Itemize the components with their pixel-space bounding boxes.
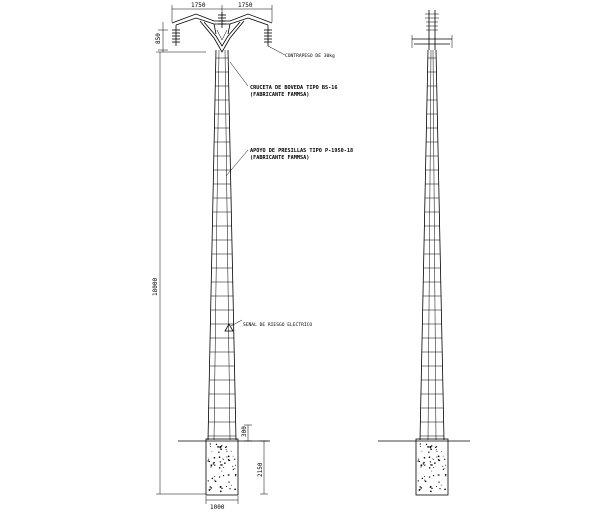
dim-head: 850 xyxy=(155,22,168,52)
support-label-line1: APOYO DE PRESILLAS TIPO P-1950-18 xyxy=(250,148,353,154)
warning-sign-icon xyxy=(224,323,234,332)
side-foundation xyxy=(378,438,470,496)
dim-base-label: 1000 xyxy=(210,504,225,511)
dim-foundation: 300 2150 1000 xyxy=(205,424,268,511)
dim-total-height: 18000 xyxy=(152,51,206,495)
dim-total-height-label: 18000 xyxy=(152,278,159,296)
dim-embed-label: 2150 xyxy=(257,462,264,477)
insulator-left-icon xyxy=(172,25,180,46)
dim-crossarm-right: 1750 xyxy=(238,2,253,9)
concrete-fill xyxy=(207,443,237,493)
side-rungs xyxy=(420,57,444,437)
warning-sign-callout: SEÑAL DE RIESGO ELECTRICO xyxy=(224,319,312,332)
side-view xyxy=(378,10,470,496)
foundation xyxy=(178,438,270,496)
warning-sign-label: SEÑAL DE RIESGO ELECTRICO xyxy=(243,321,312,328)
support-callout: APOYO DE PRESILLAS TIPO P-1950-18 (FABRI… xyxy=(225,148,353,177)
counterweight-callout: CONTRAPESO DE 30kg xyxy=(267,45,335,59)
dim-head-label: 850 xyxy=(155,33,162,44)
dim-crossarm: 1750 1750 xyxy=(171,2,273,22)
counterweight-label: CONTRAPESO DE 30kg xyxy=(285,53,335,59)
front-view: 1750 1750 850 xyxy=(152,2,353,511)
side-shaft xyxy=(419,49,445,441)
pole-shaft xyxy=(207,49,237,441)
pole-rungs xyxy=(208,57,236,437)
side-concrete-fill xyxy=(417,443,447,493)
insulator-center-icon xyxy=(218,12,226,28)
crossarm-label-line2: (FABRICANTE FAMMSA) xyxy=(250,92,309,98)
insulator-right-icon xyxy=(264,25,272,46)
support-label-line2: (FABRICANTE FAMMSA) xyxy=(250,155,309,161)
dim-crossarm-left: 1750 xyxy=(191,2,206,9)
crossarm-label-line1: CRUCETA DE BOVEDA TIPO BS-16 xyxy=(250,85,337,91)
dim-ground-label: 300 xyxy=(241,426,248,437)
side-head xyxy=(411,10,453,50)
crossarm-callout: CRUCETA DE BOVEDA TIPO BS-16 (FABRICANTE… xyxy=(229,61,337,98)
